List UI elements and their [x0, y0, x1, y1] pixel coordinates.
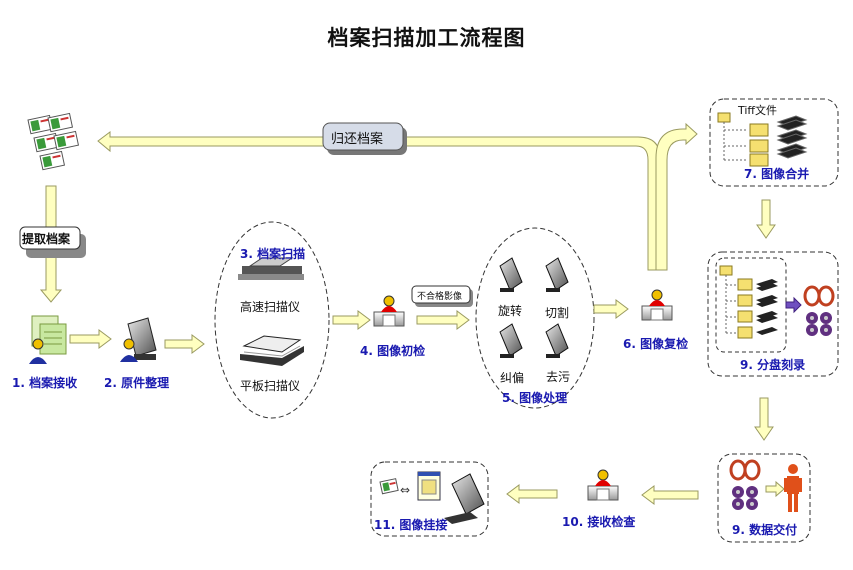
- step-scan-label: 3. 档案扫描: [240, 247, 306, 261]
- step-receive-label: 1. 档案接收: [12, 376, 78, 390]
- decontam-monitor-icon: [545, 323, 569, 358]
- page-title: 档案扫描加工流程图: [327, 26, 526, 50]
- receive-icon: [29, 315, 67, 364]
- inspect-person-icon: [373, 295, 405, 327]
- mount-document-icon: [379, 478, 399, 495]
- step-recheck-label: 6. 图像复检: [623, 337, 689, 351]
- high-speed-scanner-label: 高速扫描仪: [240, 300, 301, 314]
- mount-monitor-icon: [444, 473, 485, 524]
- step-merge-label: 7. 图像合并: [744, 167, 810, 181]
- burn-group-outline: [707, 251, 839, 377]
- merge-group-outline: [709, 98, 839, 187]
- recipient-person-icon: [784, 464, 802, 512]
- deskew-monitor-icon: [499, 323, 523, 358]
- fetch-label: 提取档案: [22, 232, 71, 246]
- cut-label: 切割: [545, 306, 570, 320]
- decontam-label: 去污: [546, 370, 571, 384]
- return-label-box: [322, 122, 404, 151]
- burn-discs-icon: [803, 285, 835, 336]
- link-arrows-icon: ⇔: [400, 483, 410, 497]
- recheck-person-icon: [641, 289, 673, 321]
- organize-icon: [120, 317, 157, 362]
- deskew-label: 纠偏: [500, 371, 525, 385]
- step-inspect-label: 4. 图像初检: [360, 344, 426, 358]
- rotate-label: 旋转: [498, 304, 523, 318]
- scan-group-outline: [214, 221, 330, 419]
- mount-page-icon: [417, 471, 441, 501]
- flatbed-scanner-icon: [240, 335, 304, 366]
- tiff-file-tree-icon: [717, 112, 808, 167]
- burn-folder-tree-icon: [719, 265, 778, 339]
- reject-label-box: [411, 285, 471, 304]
- flow-arrows: [39, 185, 785, 505]
- burn-arrow-icon: [785, 296, 802, 314]
- return-path: [97, 122, 698, 271]
- step-process-label: 5. 图像处理: [502, 391, 568, 405]
- step-deliver-label: 9. 数据交付: [732, 523, 798, 537]
- step-burn-label: 9. 分盘刻录: [740, 358, 806, 372]
- cut-monitor-icon: [545, 257, 569, 292]
- rotate-monitor-icon: [499, 257, 523, 292]
- fetch-label-box: [19, 226, 81, 250]
- step-organize-label: 2. 原件整理: [104, 376, 170, 390]
- processing-group-outline: [475, 227, 595, 409]
- delivery-discs-icon: [729, 459, 761, 510]
- receive-check-person-icon: [587, 469, 619, 501]
- archive-stack-icon: [27, 112, 80, 171]
- step-mount-label: 11. 图像挂接: [374, 518, 448, 532]
- deliver-group-outline: [717, 453, 811, 543]
- step-receive-check-label: 10. 接收检查: [562, 515, 636, 529]
- high-speed-scanner-icon: [238, 257, 304, 280]
- mount-group-outline: [370, 461, 489, 537]
- reject-label: 不合格影像: [417, 292, 463, 302]
- tiff-file-label: Tiff文件: [738, 104, 778, 117]
- flatbed-scanner-label: 平板扫描仪: [240, 379, 301, 393]
- return-label: 归还档案: [331, 132, 384, 147]
